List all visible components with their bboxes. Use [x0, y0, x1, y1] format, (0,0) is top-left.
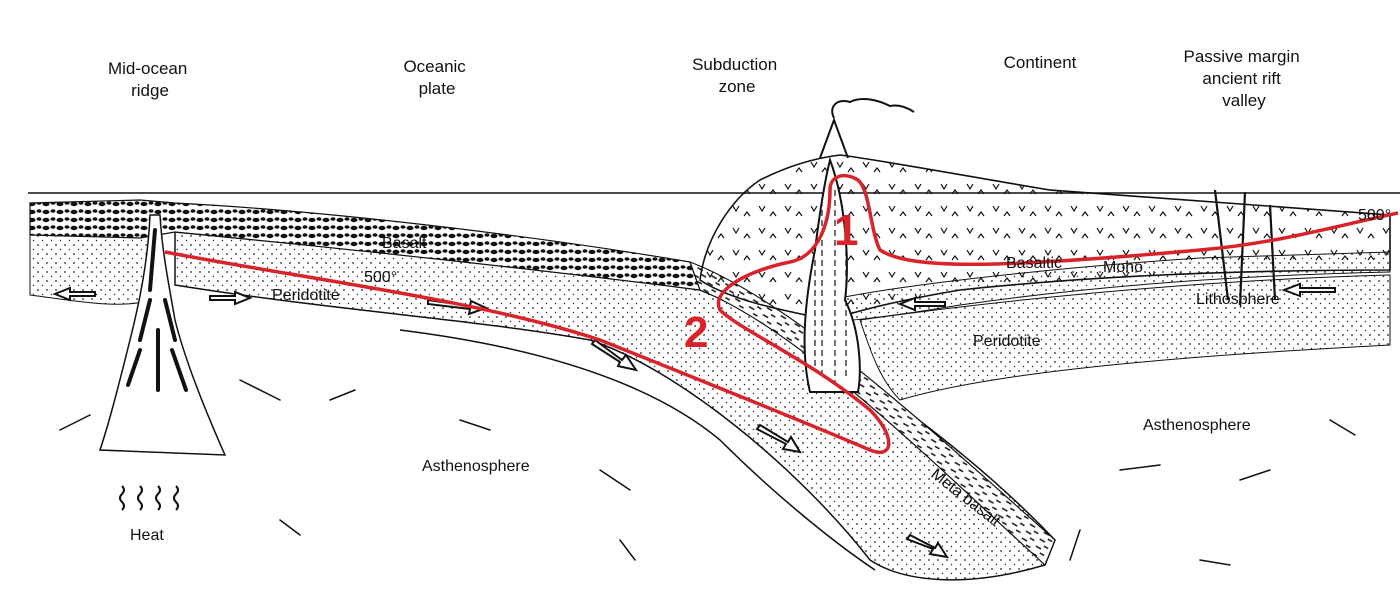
asthenosphere-flow-marks — [60, 380, 1355, 565]
heading-continent: Continent — [1004, 53, 1077, 72]
label-asthenosphere-right: Asthenosphere — [1143, 417, 1251, 434]
annotation-marker-2: 2 — [684, 308, 708, 357]
heading-mid-ocean-ridge: Mid-ocean ridge — [108, 59, 192, 100]
heading-oceanic-plate: Oceanic plate — [403, 57, 470, 98]
label-lithosphere: Lithosphere — [1196, 291, 1280, 308]
heat-icon — [120, 486, 178, 510]
volcano-summit — [820, 120, 848, 158]
eruption-plume — [832, 99, 914, 118]
label-asthenosphere-center: Asthenosphere — [422, 458, 530, 475]
label-isotherm-500-left: 500° — [364, 269, 397, 286]
label-peridotite-right: Peridotite — [973, 333, 1041, 350]
heading-passive-margin: Passive margin ancient rift valley — [1184, 47, 1305, 110]
label-basaltic: Basaltic — [1006, 255, 1062, 272]
label-moho: Moho — [1103, 259, 1143, 276]
label-heat: Heat — [130, 527, 164, 544]
annotation-marker-1: 1 — [834, 206, 858, 255]
label-basalt: Basalt — [382, 235, 427, 252]
label-isotherm-500-right: 500° — [1358, 207, 1391, 224]
heading-subduction-zone: Subduction zone — [692, 55, 782, 96]
label-peridotite-left: Peridotite — [272, 287, 340, 304]
